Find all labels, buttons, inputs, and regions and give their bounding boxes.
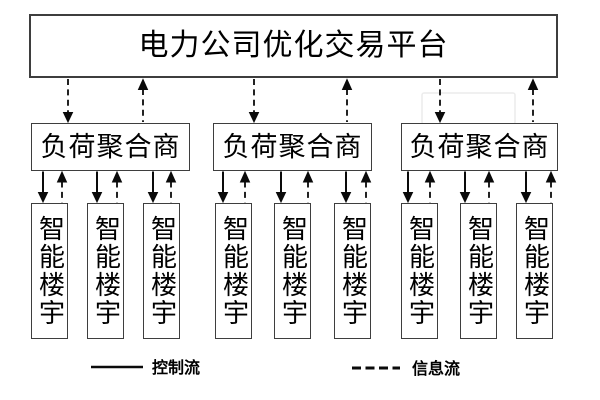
arrow-agg2-platform-up-dashed: [341, 78, 353, 122]
node-aggregator-1: 负荷聚合商: [31, 123, 190, 171]
faint-artifact-rect: [421, 92, 516, 125]
arrow-bld7-agg3-up-dashed: [424, 170, 436, 203]
arrow-agg1-bld3-down-solid: [147, 171, 159, 204]
arrow-agg3-bld9-down-solid: [520, 171, 532, 204]
arrow-agg2-bld5-down-solid: [275, 171, 287, 204]
node-building-7: 智能楼宇: [401, 203, 438, 339]
arrow-bld9-agg3-up-dashed: [545, 170, 557, 203]
arrow-agg3-platform-up-dashed: [527, 78, 539, 122]
node-building-2: 智能楼宇: [87, 203, 124, 339]
arrow-bld5-agg2-up-dashed: [302, 170, 314, 203]
arrow-platform-agg1-down-dashed: [62, 79, 74, 124]
arrow-agg1-bld2-down-solid: [91, 171, 103, 204]
arrow-agg2-bld6-down-solid: [340, 171, 352, 204]
node-building-8: 智能楼宇: [460, 203, 497, 339]
node-building-3: 智能楼宇: [143, 203, 180, 339]
arrow-bld1-agg1-up-dashed: [56, 170, 68, 203]
node-building-9: 智能楼宇: [516, 203, 553, 339]
node-building-1: 智能楼宇: [31, 203, 68, 339]
arrow-bld3-agg1-up-dashed: [165, 170, 177, 203]
arrow-agg3-bld7-down-solid: [402, 171, 414, 204]
arrow-agg1-platform-up-dashed: [137, 78, 149, 122]
arrow-platform-agg3-down-dashed: [434, 79, 446, 124]
node-building-6: 智能楼宇: [334, 203, 371, 339]
node-aggregator-2: 负荷聚合商: [213, 123, 372, 171]
node-aggregator-3: 负荷聚合商: [401, 123, 558, 171]
arrow-platform-agg2-down-dashed: [248, 79, 260, 124]
legend-control-flow-label: 控制流: [152, 358, 201, 377]
legend-info-flow-label: 信息流: [412, 359, 461, 378]
arrow-bld4-agg2-up-dashed: [239, 170, 251, 203]
arrow-agg3-bld8-down-solid: [459, 171, 471, 204]
node-building-4: 智能楼宇: [215, 203, 252, 339]
node-building-5: 智能楼宇: [274, 203, 311, 339]
arrow-agg1-bld1-down-solid: [37, 171, 49, 204]
node-platform: 电力公司优化交易平台: [29, 14, 558, 78]
arrow-agg2-bld4-down-solid: [217, 171, 229, 204]
arrow-bld6-agg2-up-dashed: [360, 170, 372, 203]
arrow-bld8-agg3-up-dashed: [483, 170, 495, 203]
arrow-bld2-agg1-up-dashed: [111, 170, 123, 203]
